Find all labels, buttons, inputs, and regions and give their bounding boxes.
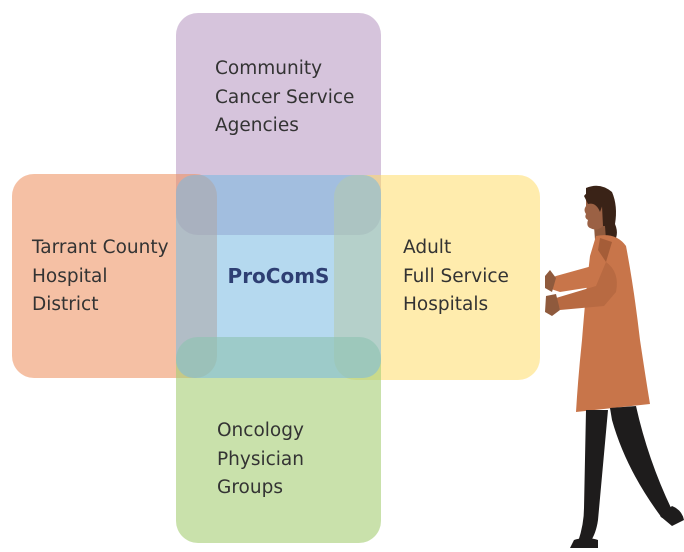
right-partner-label: Adult Full Service Hospitals	[403, 237, 509, 315]
top-partner-label: Community Cancer Service Agencies	[215, 58, 355, 136]
bottom-partner-label: Oncology Physician Groups	[217, 420, 304, 498]
left-partner-label: Tarrant County Hospital District	[32, 237, 169, 315]
center-label: ProComS	[227, 264, 330, 288]
procoms-center-box	[176, 175, 381, 378]
